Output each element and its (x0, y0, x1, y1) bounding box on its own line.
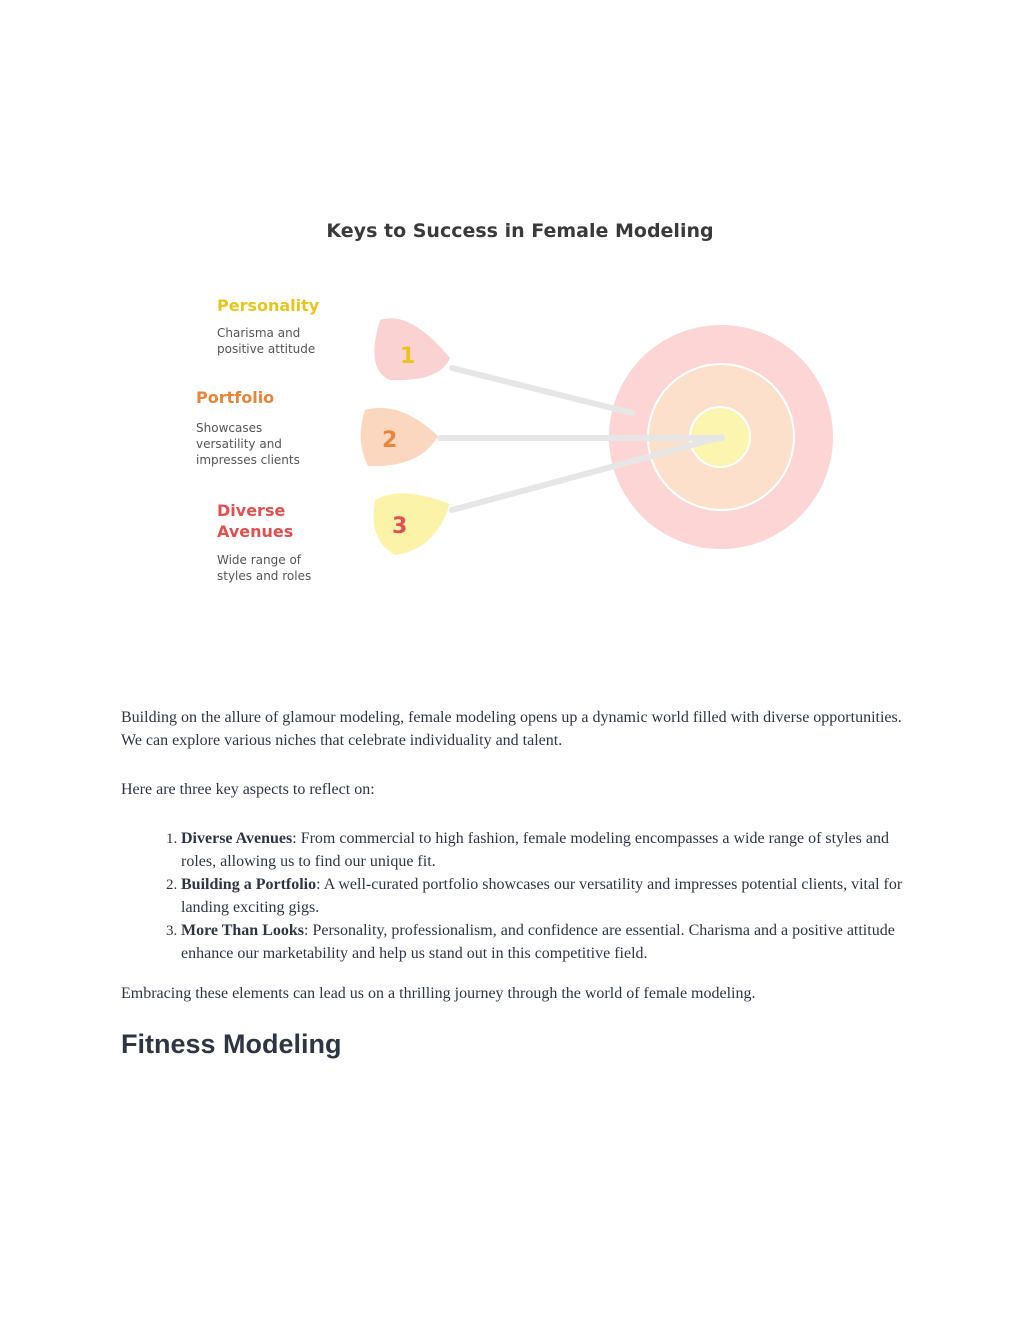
desc-line: Showcases (196, 421, 263, 435)
list-item-text: : Personality, professionalism, and conf… (181, 922, 895, 962)
title-line: Diverse (217, 501, 286, 520)
list-item-term: More Than Looks (181, 922, 304, 939)
article-body: Building on the allure of glamour modeli… (121, 706, 911, 1059)
label-personality-title: Personality (217, 296, 320, 315)
diagram-title: Keys to Success in Female Modeling (326, 220, 714, 242)
desc-line: versatility and (196, 437, 282, 451)
lead-paragraph: Here are three key aspects to reflect on… (121, 781, 375, 798)
arrow-shaft-1 (449, 365, 635, 416)
list-item: Diverse Avenues: From commercial to high… (181, 827, 911, 873)
list-item-term: Diverse Avenues (181, 830, 293, 847)
diagram-graphic: 1 2 3 (360, 318, 833, 555)
arrow-shaft-3 (449, 434, 725, 513)
label-diverse-desc: Wide range of styles and roles (217, 552, 311, 584)
desc-line: impresses clients (196, 453, 300, 467)
list-item: Building a Portfolio: A well-curated por… (181, 873, 911, 919)
desc-line: styles and roles (217, 569, 312, 583)
list-item-term: Building a Portfolio (181, 876, 317, 893)
title-line: Avenues (217, 522, 294, 541)
desc-line: Wide range of (217, 553, 302, 567)
desc-line: Charisma and (217, 326, 301, 340)
arrow-number-2: 2 (382, 428, 397, 453)
label-diverse-title: Diverse Avenues (217, 500, 293, 542)
keys-diagram: 1 2 3 Keys to Success in Female Modeling… (170, 200, 870, 620)
section-heading: Fitness Modeling (121, 1029, 342, 1059)
intro-paragraph: Building on the allure of glamour modeli… (121, 709, 902, 749)
closing-paragraph: Embracing these elements can lead us on … (121, 985, 756, 1002)
key-aspects-list: Diverse Avenues: From commercial to high… (121, 827, 911, 965)
label-portfolio-title: Portfolio (196, 388, 275, 407)
list-item: More Than Looks: Personality, profession… (181, 919, 911, 965)
arrow-number-3: 3 (392, 514, 407, 539)
label-personality-desc: Charisma and positive attitude (217, 325, 315, 357)
arrow-number-1: 1 (400, 344, 415, 369)
arrow-fletching-1 (374, 318, 450, 381)
arrow-fletching-3 (373, 493, 450, 555)
list-item-text: : A well-curated portfolio showcases our… (181, 876, 903, 916)
list-item-text: : From commercial to high fashion, femal… (181, 830, 889, 870)
desc-line: positive attitude (217, 342, 316, 356)
arrow-fletching-2 (360, 407, 438, 467)
label-portfolio-desc: Showcases versatility and impresses clie… (196, 420, 300, 468)
